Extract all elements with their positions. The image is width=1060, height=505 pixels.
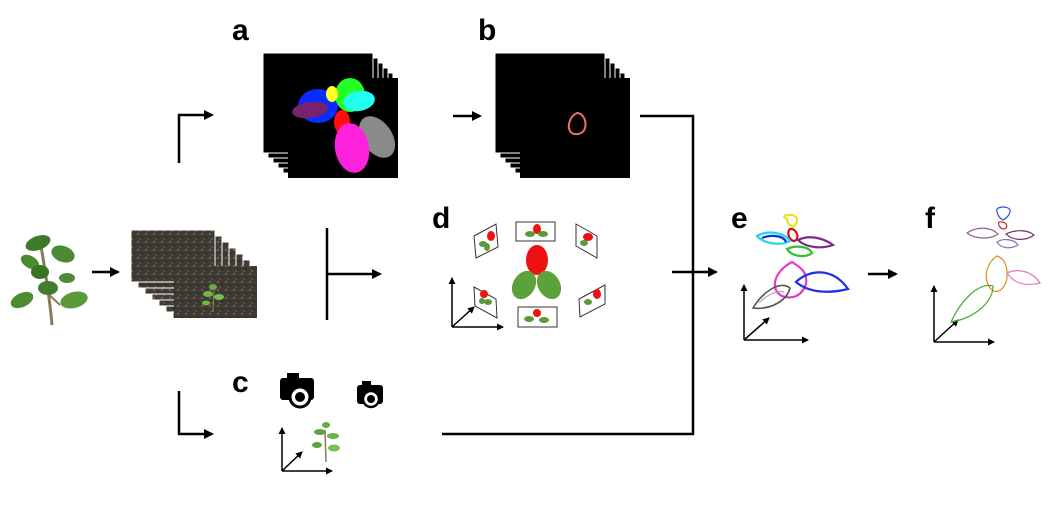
axes-icon bbox=[740, 284, 809, 344]
plant-icon bbox=[10, 235, 88, 326]
branch-middle-connector bbox=[325, 228, 382, 320]
projection-view-top bbox=[515, 221, 556, 242]
projection-view-bottom-right bbox=[578, 284, 606, 318]
panel-label-a: a bbox=[232, 14, 249, 47]
branch-bottom-connector bbox=[177, 391, 214, 439]
axes-icon bbox=[448, 277, 504, 331]
leaf-contour-icon bbox=[567, 111, 587, 136]
axes-icon bbox=[930, 285, 995, 346]
connector-b-to-merge bbox=[640, 114, 695, 272]
panel-label-d: d bbox=[432, 202, 450, 235]
branch-top-connector bbox=[177, 110, 214, 163]
leaf-contours-3d bbox=[751, 213, 850, 310]
projection-view-bottom bbox=[517, 306, 558, 328]
reconstructed-plant-3d bbox=[511, 245, 562, 300]
camera-icon bbox=[357, 381, 383, 409]
projection-view-top-right bbox=[575, 223, 598, 259]
segmentation-mask-stack bbox=[262, 52, 399, 179]
fitted-leaf-models bbox=[949, 206, 1041, 323]
panel-label-c: c bbox=[232, 366, 249, 399]
axes-icon bbox=[278, 427, 333, 475]
panel-label-b: b bbox=[478, 14, 496, 47]
panel-label-f: f bbox=[925, 202, 936, 235]
plant-icon bbox=[312, 422, 340, 463]
projection-view-top-left bbox=[473, 223, 499, 259]
camera-icon bbox=[280, 373, 314, 409]
image-stack-icon bbox=[130, 229, 258, 319]
projection-view-bottom-left bbox=[473, 286, 498, 319]
connector-c-to-merge bbox=[442, 272, 695, 436]
leaf-contour-stack bbox=[494, 52, 631, 179]
panel-label-e: e bbox=[731, 202, 748, 235]
